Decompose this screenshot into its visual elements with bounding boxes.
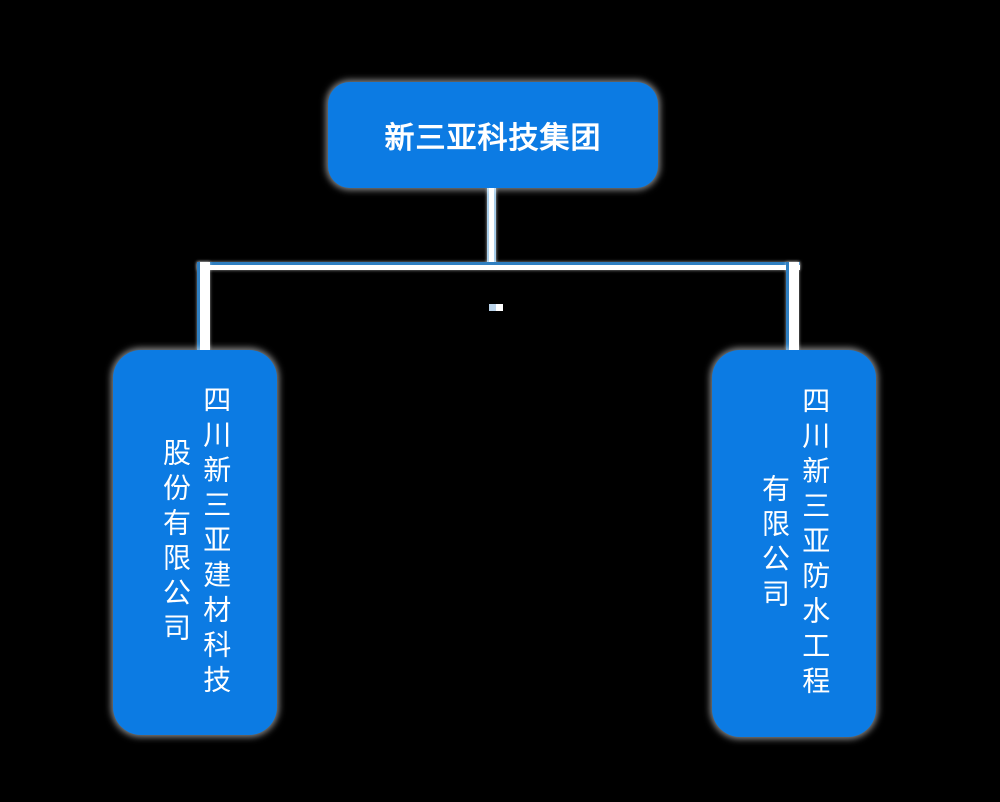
node-child-right: 四川新三亚防水工程 有限公司	[712, 350, 876, 737]
node-child-left-col-1: 四川新三亚建材科技	[200, 385, 232, 700]
connector-stem	[487, 188, 496, 265]
connector-drop-right	[786, 262, 799, 350]
node-child-right-text: 四川新三亚防水工程 有限公司	[712, 350, 876, 737]
node-child-right-col-2: 有限公司	[759, 473, 790, 614]
node-child-left-col-2: 股份有限公司	[160, 437, 191, 648]
node-child-left: 四川新三亚建材科技 股份有限公司	[113, 350, 277, 735]
node-child-right-col-1: 四川新三亚防水工程	[799, 386, 831, 701]
node-root-label: 新三亚科技集团	[384, 122, 602, 155]
connector-drop-left	[197, 262, 210, 350]
node-root: 新三亚科技集团	[328, 82, 658, 188]
connector-junction-dot	[489, 304, 503, 311]
connector-crossbar	[197, 262, 800, 270]
node-child-left-text: 四川新三亚建材科技 股份有限公司	[113, 350, 277, 735]
